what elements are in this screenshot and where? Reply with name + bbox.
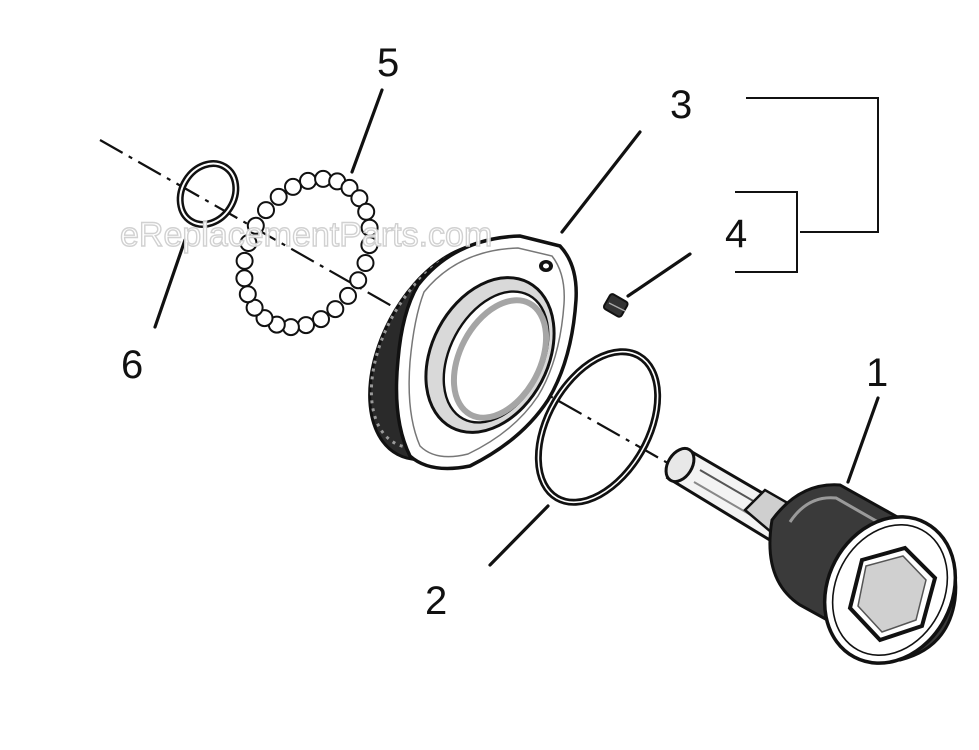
leader-line-3 (560, 130, 642, 234)
part-5-ball-bearing-ring (235, 169, 379, 337)
watermark-text: eReplacementParts.com (120, 216, 492, 254)
bearing-ball (356, 254, 375, 272)
group-bracket-inner (735, 191, 798, 273)
bearing-ball (235, 269, 254, 288)
leader-line-2 (488, 504, 550, 567)
callout-5: 5 (377, 41, 399, 85)
bearing-ball (349, 271, 368, 290)
leader-line-4 (626, 252, 692, 298)
part-1-hex-socket-drive (664, 446, 958, 665)
bearing-ball (238, 285, 257, 304)
callout-4: 4 (725, 212, 747, 256)
bearing-ball (312, 310, 330, 329)
part-6-snap-ring (176, 160, 240, 228)
part-2-o-ring (534, 348, 662, 506)
bearing-ball (299, 171, 317, 190)
callout-2: 2 (425, 579, 447, 623)
group-bracket-outer (746, 97, 879, 233)
bearing-ball (246, 216, 265, 235)
part-4-set-screw (602, 293, 629, 318)
bearing-ball (284, 177, 302, 196)
callout-3: 3 (670, 83, 692, 127)
leader-lines (153, 88, 880, 567)
bearing-ball (339, 286, 357, 305)
bearing-ball (360, 236, 379, 255)
callout-1: 1 (866, 351, 888, 395)
assembly-axis-line (99, 139, 681, 471)
bearing-ball (235, 251, 254, 270)
leader-line-5 (350, 88, 384, 174)
bearing-ball (297, 316, 315, 335)
part-3-bearing-housing (368, 234, 578, 471)
bearing-ball (239, 234, 258, 252)
leader-line-6 (153, 238, 187, 329)
bearing-ball (326, 300, 345, 319)
bearing-ball (257, 201, 275, 220)
bearing-ball (269, 187, 288, 206)
callout-6: 6 (121, 343, 143, 387)
leader-line-1 (846, 396, 880, 484)
bearing-ball (360, 218, 379, 237)
